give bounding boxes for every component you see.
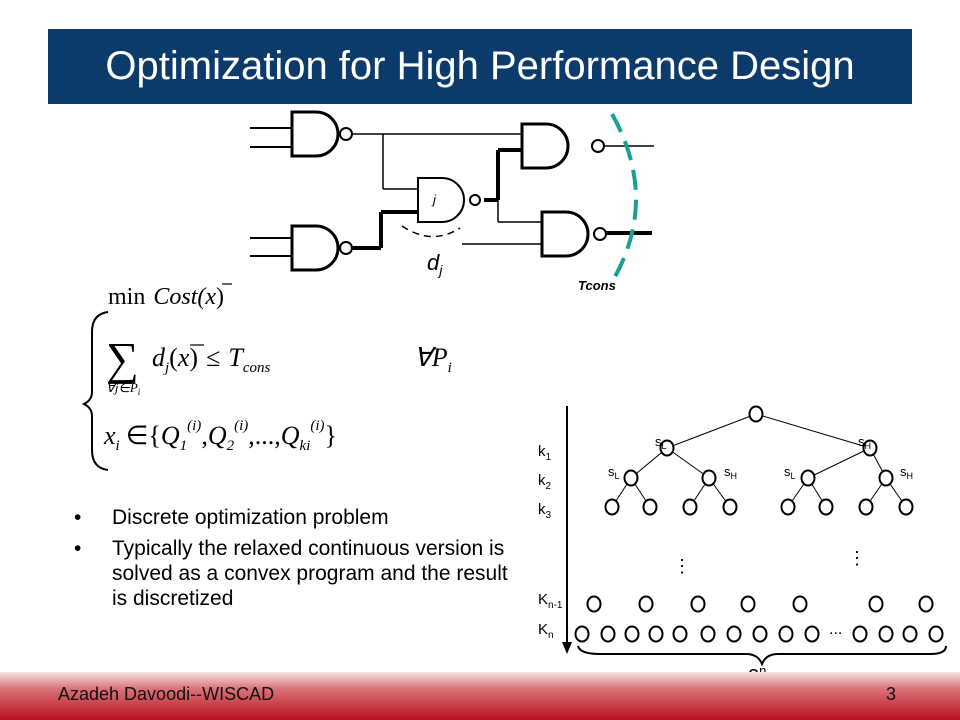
footer-author: Azadeh Davoodi--WISCAD (58, 684, 275, 704)
gate-j-label: j (431, 192, 437, 207)
tree-edge (666, 413, 757, 449)
nand-gate-1 (290, 110, 353, 158)
delay-arc (401, 225, 461, 238)
tree-node (638, 595, 654, 613)
tree-node (918, 595, 934, 613)
level-label-kn: Kn (538, 621, 554, 641)
level-axis-arrowhead (562, 642, 572, 654)
tree-node (659, 439, 675, 457)
title-bar: Optimization for High Performance Design (48, 29, 912, 104)
tree-node (792, 595, 808, 613)
tree-node (862, 439, 878, 457)
tree-node (726, 625, 742, 643)
tcons-boundary (610, 113, 638, 284)
delay-constraint: dj(x)≤Tcons (152, 343, 270, 376)
tree-edge (755, 413, 871, 449)
gate-1-output-wires (352, 133, 522, 190)
tree-node (604, 498, 620, 516)
level-label-kn1: Kn-1 (538, 591, 563, 611)
tree-node (722, 498, 738, 516)
vertical-dots-right: ⋮ (848, 548, 866, 568)
delay-label: dj (427, 250, 443, 278)
level-label-k2: k2 (538, 472, 552, 492)
nand-gate-4 (540, 210, 607, 258)
level-label-k1: k1 (538, 443, 552, 463)
discrete-set: xi∈{Q1(i),Q2(i),...,Qki(i)} (103, 418, 337, 454)
bullet-item-1: Discrete optimization problem (74, 505, 514, 530)
tree-node (804, 625, 820, 643)
constraint-brace (81, 311, 109, 471)
sum-symbol: ∑ (106, 333, 139, 384)
tree-node (574, 625, 590, 643)
branch-label-low-2: sL (608, 464, 620, 481)
branch-label-high-3: sH (900, 464, 913, 481)
nand-gate-3 (520, 122, 605, 170)
tree-node (748, 405, 764, 423)
tree-node (701, 469, 717, 487)
tree-node (690, 595, 706, 613)
branch-label-high-1: sH (858, 434, 871, 451)
tree-edge (666, 447, 710, 479)
gate-1-inputs (250, 127, 292, 148)
secondary-wires (462, 145, 654, 245)
tree-node (642, 498, 658, 516)
branch-label-low-1: sL (655, 434, 667, 451)
nand-gate-2 (290, 224, 353, 272)
tree-node (600, 625, 616, 643)
tree-node (740, 595, 756, 613)
tree-node (852, 625, 868, 643)
tree-node (928, 625, 944, 643)
tree-node (623, 469, 639, 487)
tree-node (858, 498, 874, 516)
tree-node (586, 595, 602, 613)
leaf-count-brace (577, 645, 947, 667)
tree-node (878, 625, 894, 643)
tree-node (878, 469, 894, 487)
gate-2-inputs (250, 237, 292, 257)
branch-label-high-2: sH (724, 464, 737, 481)
critical-path (352, 148, 652, 250)
bullet-item-2: Typically the relaxed continuous version… (74, 536, 514, 611)
tree-node (778, 625, 794, 643)
tree-node (868, 595, 884, 613)
tree-node (902, 625, 918, 643)
horizontal-dots: ... (829, 621, 842, 638)
footer-band (0, 672, 960, 720)
slide-title: Optimization for High Performance Design (105, 44, 855, 88)
gate-j (417, 177, 481, 223)
tree-edge (807, 447, 871, 479)
bullet-list: Discrete optimization problem Typically … (74, 505, 514, 617)
tcons-label: Tcons (578, 278, 616, 293)
tree-node (780, 498, 796, 516)
tree-node (624, 625, 640, 643)
branch-label-low-3: sL (784, 464, 796, 481)
tree-node (800, 469, 816, 487)
forall-path: ∀Pi (414, 343, 452, 376)
tree-node (818, 498, 834, 516)
tree-node (700, 625, 716, 643)
tree-node (752, 625, 768, 643)
level-label-k3: k3 (538, 501, 552, 521)
tree-node (898, 498, 914, 516)
sum-index: ∀j∈Pi (106, 380, 141, 397)
tree-node (648, 625, 664, 643)
page-number: 3 (886, 684, 897, 704)
vertical-dots-left: ⋮ (673, 556, 691, 576)
tree-node (682, 498, 698, 516)
tree-node (672, 625, 688, 643)
